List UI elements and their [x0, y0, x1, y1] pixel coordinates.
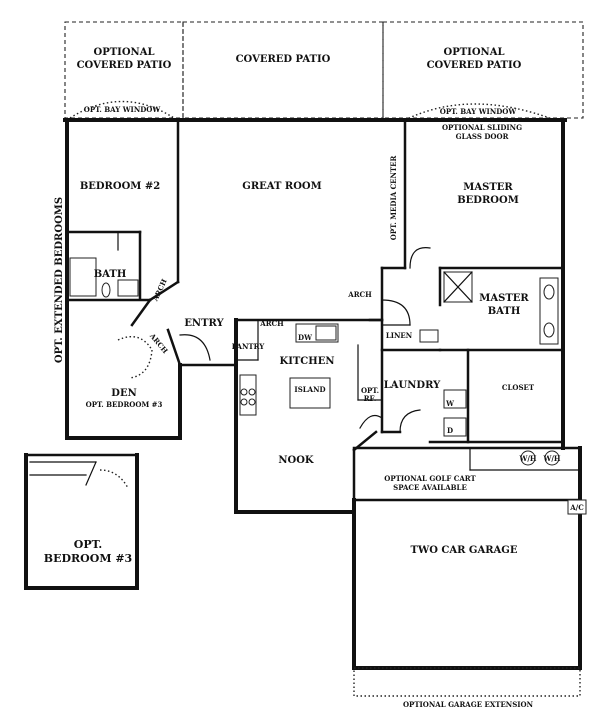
label-optional-covered-patio-left-2: COVERED PATIO	[77, 60, 172, 71]
label-island: ISLAND	[294, 385, 325, 394]
label-bedroom-2: BEDROOM #2	[80, 181, 160, 192]
label-water-heater-1: W/H	[518, 454, 536, 463]
exterior-walls	[63, 118, 567, 514]
label-linen: LINEN	[386, 331, 413, 340]
label-great-room: GREAT ROOM	[242, 181, 321, 192]
label-water-heater-2: W/H	[542, 454, 560, 463]
label-opt-rf-2: RF.	[364, 394, 377, 403]
label-optional-sliding-glass-door-2: GLASS DOOR	[456, 132, 509, 141]
label-optional-golf-cart-2: SPACE AVAILABLE	[393, 483, 467, 492]
label-master-bedroom: MASTER	[463, 182, 513, 193]
label-optional-covered-patio-left: OPTIONAL	[94, 47, 155, 58]
label-two-car-garage: TWO CAR GARAGE	[411, 545, 518, 556]
label-master-bath-2: BATH	[488, 306, 521, 317]
label-arch-den: ARCH	[147, 331, 170, 356]
label-dryer: D	[447, 426, 453, 435]
label-opt-bay-window-left: OPT. BAY WINDOW	[84, 105, 161, 114]
label-opt-rf: OPT.	[361, 386, 379, 395]
label-washer: W	[445, 399, 454, 408]
label-laundry: LAUNDRY	[384, 380, 441, 391]
label-optional-covered-patio-right: OPTIONAL	[444, 47, 505, 58]
label-opt-extended-bedrooms: OPT. EXTENDED BEDROOMS	[54, 197, 65, 363]
fixtures	[69, 257, 587, 515]
label-master-bedroom-2: BEDROOM	[457, 195, 519, 206]
garage-extension-outline	[353, 667, 581, 697]
label-entry: ENTRY	[184, 318, 224, 329]
label-bath: BATH	[94, 269, 127, 280]
label-dw: DW	[298, 333, 312, 342]
room-labels: OPTIONAL COVERED PATIO COVERED PATIO OPT…	[44, 47, 584, 709]
label-optional-covered-patio-right-2: COVERED PATIO	[427, 60, 522, 71]
label-master-bath: MASTER	[479, 293, 529, 304]
opt-bedroom3-outline	[24, 453, 139, 590]
label-opt-bedroom-3-2: BEDROOM #3	[44, 552, 132, 565]
label-closet: CLOSET	[502, 383, 535, 392]
interior-walls	[65, 118, 565, 444]
label-den-opt-bedroom-3: OPT. BEDROOM #3	[86, 400, 163, 409]
label-arch-kitchen: ARCH	[259, 319, 284, 328]
label-ac: A/C	[569, 503, 584, 512]
label-kitchen: KITCHEN	[280, 356, 335, 367]
label-opt-bay-window-right: OPT. BAY WINDOW	[440, 107, 517, 116]
label-optional-golf-cart: OPTIONAL GOLF CART	[384, 474, 476, 483]
label-covered-patio: COVERED PATIO	[236, 54, 331, 65]
label-nook: NOOK	[278, 455, 314, 466]
label-opt-bedroom-3: OPT.	[74, 538, 102, 551]
label-optional-garage-extension: OPTIONAL GARAGE EXTENSION	[403, 700, 534, 709]
label-pantry: PANTRY	[232, 342, 265, 351]
bay-windows	[69, 100, 556, 121]
label-opt-media-center: OPT. MEDIA CENTER	[389, 156, 398, 241]
label-den: DEN	[111, 388, 136, 399]
label-optional-sliding-glass-door: OPTIONAL SLIDING	[442, 123, 522, 132]
label-arch-great-room: ARCH	[347, 290, 372, 299]
door-swings	[117, 247, 431, 433]
